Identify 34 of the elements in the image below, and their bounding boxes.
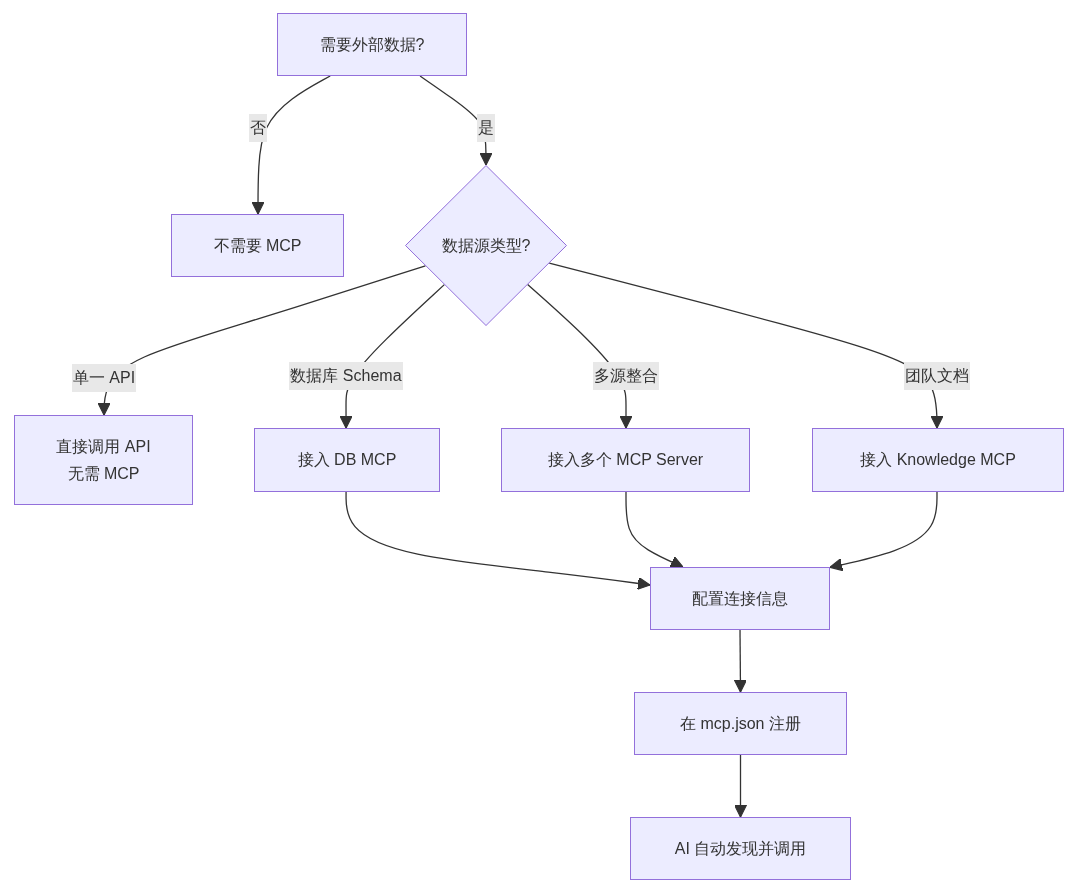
edge-label: 是 xyxy=(477,113,495,143)
step-text: 接入 DB MCP xyxy=(297,450,397,471)
step-text: 配置连接信息 xyxy=(692,588,788,609)
process-box xyxy=(650,567,830,630)
step-text: 不需要 MCP xyxy=(213,235,302,256)
flow-arrow xyxy=(829,491,938,572)
step-text: 接入多个 MCP Server xyxy=(547,450,704,471)
edge-label: 单一 API xyxy=(71,363,137,393)
process-box xyxy=(634,692,847,755)
process-box xyxy=(171,214,344,277)
edge-label: 数据库 Schema xyxy=(289,361,403,391)
step-text: 需要外部数据? xyxy=(319,34,425,55)
flow-arrow xyxy=(97,265,427,416)
flow-arrow xyxy=(251,75,331,215)
step-text: AI 自动发现并调用 xyxy=(674,838,807,859)
process-box xyxy=(812,428,1064,492)
flow-arrow xyxy=(548,262,944,429)
edge-label: 多源整合 xyxy=(593,361,659,391)
process-box xyxy=(630,817,851,880)
step-text: 接入 Knowledge MCP xyxy=(860,450,1016,471)
flow-arrow xyxy=(733,754,748,818)
process-box xyxy=(501,428,750,492)
edge-label: 否 xyxy=(249,113,267,143)
flow-arrow xyxy=(345,491,651,590)
process-box xyxy=(14,415,193,505)
decision-diamond xyxy=(405,165,567,326)
step-text: 直接调用 API 无需 MCP xyxy=(55,436,152,484)
step-text: 在 mcp.json 注册 xyxy=(680,713,801,734)
process-box xyxy=(254,428,440,492)
flow-arrow xyxy=(625,491,684,569)
flow-arrow xyxy=(733,629,747,693)
edge-label: 团队文档 xyxy=(904,361,970,391)
process-box xyxy=(277,13,467,76)
decision-text: 数据源类型? xyxy=(441,235,531,256)
